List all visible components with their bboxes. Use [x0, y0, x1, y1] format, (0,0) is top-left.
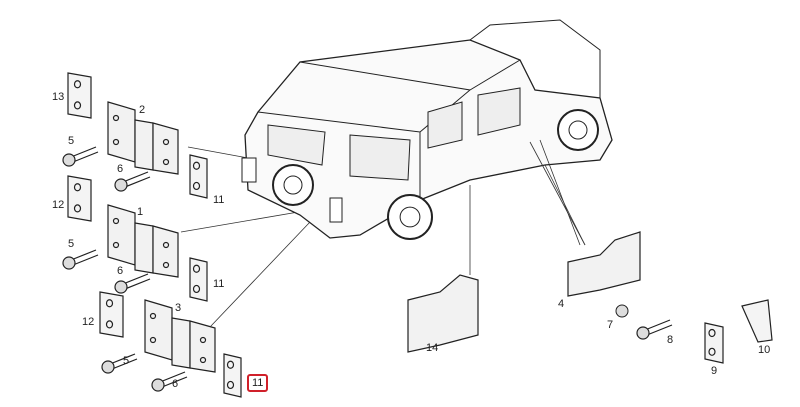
tail-light [241, 157, 257, 183]
bolt-5 [101, 353, 138, 374]
wheel-hub [568, 120, 588, 140]
callout-label: 3 [175, 302, 182, 314]
shim-plate-12 [67, 175, 92, 222]
callout-label: 9 [711, 365, 718, 377]
callout-label: 2 [139, 104, 146, 116]
wheel [557, 109, 599, 151]
leader-line [187, 146, 249, 159]
shim-plate-12 [99, 291, 124, 338]
callout-label: 10 [758, 344, 771, 356]
wheel [272, 164, 314, 206]
vehicle-hood [469, 19, 601, 98]
bolt-6 [151, 371, 188, 392]
shim-plate-11 [189, 257, 208, 302]
shim-plate-11 [223, 353, 242, 398]
callout-label: 7 [607, 319, 614, 331]
callout-label: 6 [172, 378, 179, 390]
shim-plate-13 [67, 72, 92, 119]
tail-light [329, 197, 343, 223]
hinge-14 [407, 274, 479, 353]
callout-label: 11 [213, 194, 225, 206]
wheel-hub [283, 175, 303, 195]
shim-plate-11 [189, 154, 208, 199]
callout-label: 5 [68, 135, 75, 147]
bolt-5 [62, 146, 99, 167]
shim-plate-9 [704, 322, 724, 364]
callout-label: 6 [117, 265, 124, 277]
hinge-4 [567, 231, 641, 297]
bolt-6 [114, 171, 151, 192]
leader-line [209, 221, 311, 328]
shim-plate-10 [741, 299, 773, 343]
hinge-3 [144, 299, 216, 373]
callout-label: 11 [213, 278, 225, 290]
leader-line [539, 139, 581, 246]
leader-line [180, 209, 311, 233]
wheel-hub [399, 206, 421, 228]
callout-label: 5 [68, 238, 75, 250]
callout-label: 6 [117, 163, 124, 175]
bolt-8 [636, 319, 673, 340]
callout-label-highlighted: 11 [247, 374, 269, 392]
bolt-6 [114, 273, 151, 294]
callout-label: 1 [137, 206, 144, 218]
callout-label: 5 [123, 355, 130, 367]
callout-label: 12 [82, 316, 95, 328]
leader-line [529, 141, 586, 246]
washer-7 [615, 304, 629, 318]
callout-label: 8 [667, 334, 674, 346]
callout-label: 13 [52, 91, 65, 103]
wheel [387, 194, 433, 240]
hinge-2 [107, 101, 179, 175]
callout-label: 12 [52, 199, 65, 211]
callout-label: 4 [558, 298, 565, 310]
vehicle-windows [267, 87, 521, 181]
hinge-1 [107, 204, 179, 278]
bolt-5 [62, 249, 99, 270]
callout-label: 14 [426, 342, 439, 354]
